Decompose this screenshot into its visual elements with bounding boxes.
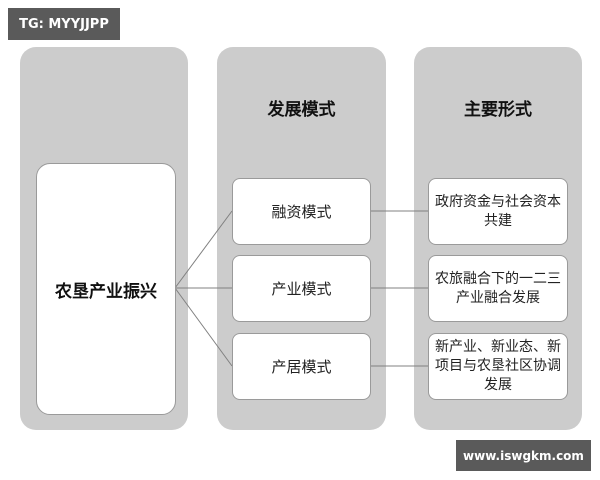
forms-header: 主要形式 [464, 100, 532, 120]
modes-header: 发展模式 [267, 100, 336, 120]
watermark-top: TG: MYYJJPP [8, 8, 120, 40]
mode-label: 产居模式 [271, 358, 332, 376]
form-label: 农旅融合下的一二三产业融合发展 [435, 270, 561, 306]
watermark-bottom: www.iswgkm.com [456, 440, 591, 471]
form-label: 政府资金与社会资本共建 [435, 193, 561, 229]
mode-node-financing: 融资模式 [232, 178, 371, 245]
root-node: 农垦产业振兴 [36, 163, 176, 415]
watermark-top-text: TG: MYYJJPP [19, 16, 109, 32]
form-node-residence: 新产业、新业态、新项目与农垦社区协调发展 [428, 333, 568, 400]
root-label: 农垦产业振兴 [55, 281, 157, 302]
mode-node-industry: 产业模式 [232, 255, 371, 322]
mode-node-residence: 产居模式 [232, 333, 371, 400]
watermark-bottom-text: www.iswgkm.com [463, 448, 584, 463]
mode-label: 融资模式 [271, 203, 332, 221]
form-node-financing: 政府资金与社会资本共建 [428, 178, 568, 245]
form-node-industry: 农旅融合下的一二三产业融合发展 [428, 255, 568, 322]
mode-label: 产业模式 [271, 280, 332, 298]
form-label: 新产业、新业态、新项目与农垦社区协调发展 [435, 339, 561, 393]
